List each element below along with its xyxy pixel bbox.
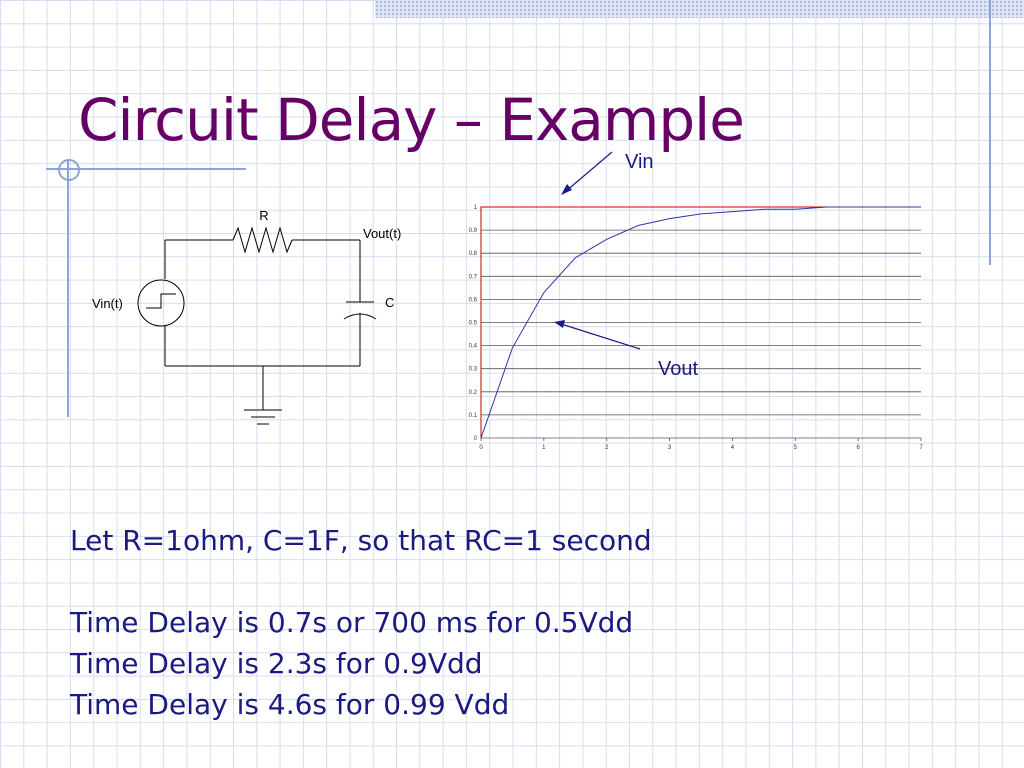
y-tick-label-0: 0 xyxy=(474,436,478,442)
annotation-vin-arrow xyxy=(564,151,613,193)
x-tick-label-3: 3 xyxy=(668,445,672,451)
x-tick-label-0: 0 xyxy=(479,445,483,451)
x-tick-label-4: 4 xyxy=(731,445,735,451)
body-line-delay-99: Time Delay is 4.6s for 0.99 Vdd xyxy=(70,688,510,721)
output-label: Vout(t) xyxy=(363,226,401,241)
y-tick-label-9: 0.9 xyxy=(469,228,478,234)
y-tick-label-5: 0.5 xyxy=(469,321,478,327)
slide-body: Let R=1ohm, C=1F, so that RC=1 second Ti… xyxy=(70,520,652,725)
x-tick-label-5: 5 xyxy=(794,445,798,451)
y-tick-label-7: 0.7 xyxy=(469,274,478,280)
annotation-vin-label: Vin xyxy=(625,151,654,173)
annotation-vout-arrowhead xyxy=(554,320,565,328)
step-symbol xyxy=(146,293,176,309)
annotation-vout-label: Vout xyxy=(658,358,698,380)
slide-title: Circuit Delay – Example xyxy=(78,86,745,154)
y-tick-label-10: 1 xyxy=(474,205,478,211)
y-tick-label-8: 0.8 xyxy=(469,251,478,257)
top-decorative-band xyxy=(375,0,1024,18)
annotation-vout-arrow xyxy=(557,322,641,350)
decorative-vertical-line-right xyxy=(989,0,991,265)
y-tick-label-4: 0.4 xyxy=(469,344,478,350)
x-tick-label-7: 7 xyxy=(919,445,923,451)
series-line-vout xyxy=(480,206,921,439)
y-tick-label-2: 0.2 xyxy=(469,390,478,396)
body-line-delay-50: Time Delay is 0.7s or 700 ms for 0.5Vdd xyxy=(70,606,634,639)
voltage-source-symbol xyxy=(137,279,185,327)
series-line-vin xyxy=(480,206,921,438)
y-tick-label-6: 0.6 xyxy=(469,297,478,303)
decorative-circle xyxy=(58,159,80,181)
body-line-rc: Let R=1ohm, C=1F, so that RC=1 second xyxy=(70,524,652,557)
y-tick-label-3: 0.3 xyxy=(469,367,478,373)
y-tick-label-1: 0.1 xyxy=(469,413,478,419)
decorative-horizontal-line xyxy=(46,168,246,170)
capacitor-label: C xyxy=(385,295,394,310)
resistor-symbol xyxy=(232,226,293,254)
body-line-delay-90: Time Delay is 2.3s for 0.9Vdd xyxy=(70,647,483,680)
x-tick-label-1: 1 xyxy=(542,445,546,451)
resistor-label: R xyxy=(259,208,268,223)
rc-circuit-diagram: R Vout(t) C Vin(t) xyxy=(92,208,401,425)
annotation-vin-arrowhead xyxy=(561,184,572,195)
x-tick-label-6: 6 xyxy=(856,445,860,451)
x-tick-label-2: 2 xyxy=(605,445,609,451)
source-label: Vin(t) xyxy=(92,296,123,311)
decorative-vertical-line-left xyxy=(67,160,69,417)
step-response-chart: 0 0.1 0.2 0.3 0.4 0.5 0.6 0.7 0.8 0.9 1 0 1 2 3 4 5 6 7 Vi… xyxy=(469,151,924,451)
body-spacer xyxy=(70,561,652,602)
